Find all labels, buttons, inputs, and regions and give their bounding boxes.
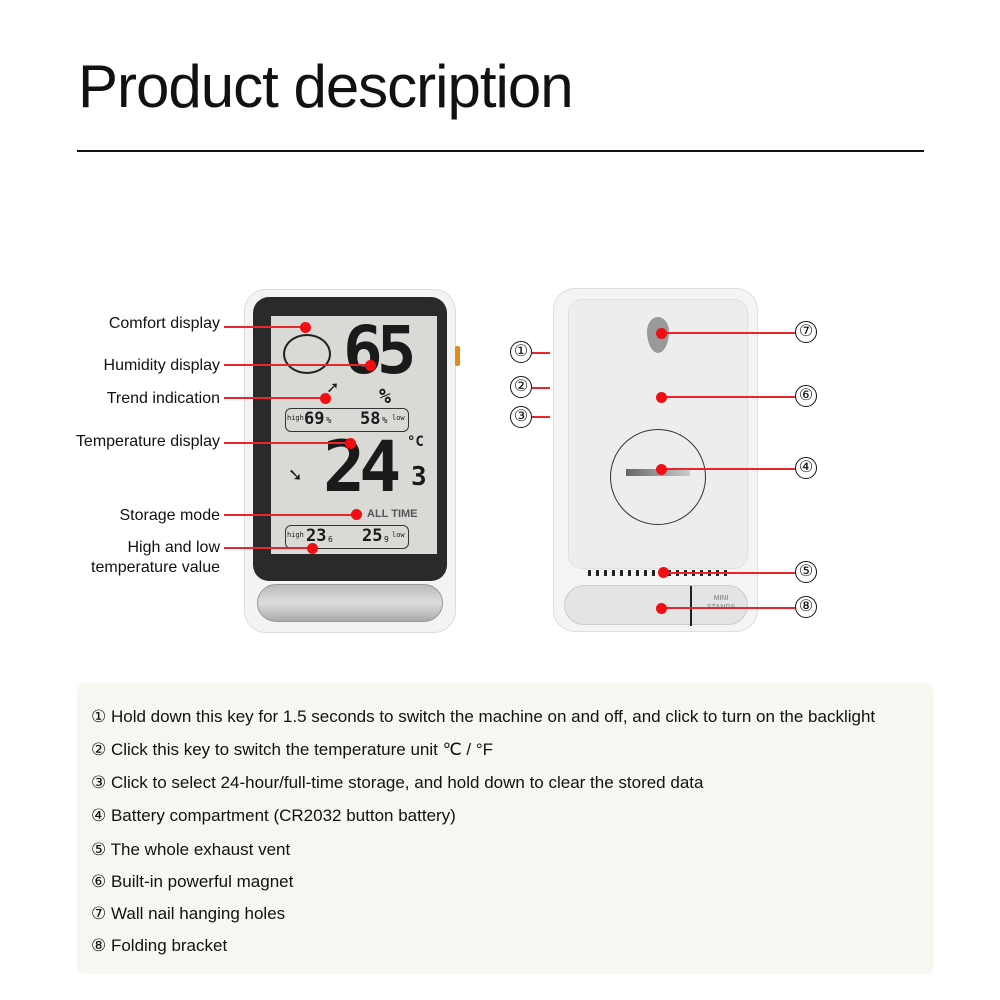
description-item: ⑤ The whole exhaust vent	[91, 840, 291, 859]
callout-7: ⑦	[795, 321, 817, 343]
label-storage: Storage mode	[119, 507, 220, 524]
humidity-percent: %	[379, 384, 392, 408]
power-key[interactable]	[455, 346, 460, 366]
back-device: MINI STANDS	[553, 288, 758, 632]
battery-cover[interactable]	[610, 429, 706, 525]
callout-8: ⑧	[795, 596, 817, 618]
callout-3: ③	[510, 406, 532, 428]
description-item: ① Hold down this key for 1.5 seconds to …	[91, 707, 876, 726]
description-item: ⑧ Folding bracket	[91, 936, 228, 955]
storage-mode: ALL TIME	[367, 508, 418, 520]
description-panel: ① Hold down this key for 1.5 seconds to …	[77, 683, 934, 974]
description-item: ⑦ Wall nail hanging holes	[91, 904, 286, 923]
description-item: ⑥ Built-in powerful magnet	[91, 872, 294, 891]
label-temperature: Temperature display	[75, 433, 220, 450]
trend-down-icon: ➘	[289, 462, 302, 486]
humidity-minmax-box: high 69 % 58 % low	[285, 408, 409, 432]
temperature-value: 24	[323, 426, 401, 508]
humidity-value: 65	[343, 312, 417, 389]
baby-face-icon	[283, 334, 331, 374]
description-item: ② Click this key to switch the temperatu…	[91, 740, 494, 759]
description-item: ④ Battery compartment (CR2032 button bat…	[91, 806, 456, 825]
label-high-low: High and low temperature value	[91, 539, 220, 576]
trend-up-icon: ➚	[327, 378, 338, 399]
temperature-minmax-box: high 23 6 25 9 low	[285, 525, 409, 549]
steel-plate	[257, 584, 443, 622]
description-item: ③ Click to select 24-hour/full-time stor…	[91, 773, 704, 792]
callout-6: ⑥	[795, 385, 817, 407]
front-device: 65 % ➚ high 69 % 58 % low 24 °C 3 ➘ ALL …	[244, 289, 460, 633]
callout-1: ①	[510, 341, 532, 363]
stand-text: MINI STANDS	[707, 595, 735, 611]
page-title: Product description	[78, 53, 574, 120]
label-trend: Trend indication	[106, 390, 220, 407]
callout-4: ④	[795, 457, 817, 479]
label-humidity: Humidity display	[103, 357, 220, 374]
callout-2: ②	[510, 376, 532, 398]
callout-5: ⑤	[795, 561, 817, 583]
label-comfort: Comfort display	[108, 315, 220, 332]
title-divider	[77, 150, 924, 152]
